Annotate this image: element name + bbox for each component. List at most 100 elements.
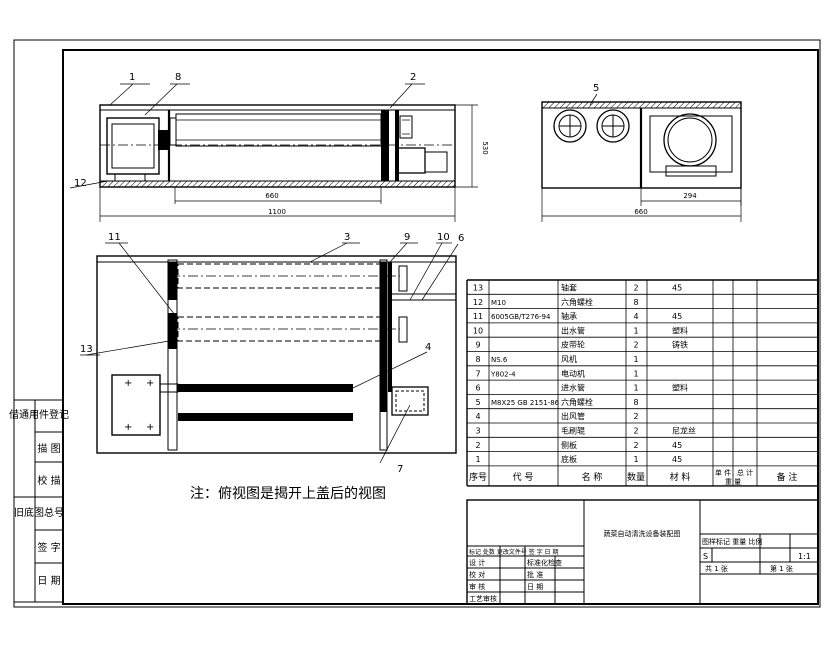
bom-header-no: 序号	[469, 471, 487, 483]
role-check: 校 对	[469, 570, 485, 579]
stage-letter: S	[703, 552, 708, 561]
bom-row-material: 45	[672, 312, 682, 321]
role-standardization: 标准化检查	[527, 558, 562, 567]
bom-row-qty: 8	[633, 298, 638, 307]
bom-row-name: 毛刷辊	[561, 426, 585, 436]
bom-row-material: 45	[672, 441, 682, 450]
bom-row-no: 3	[475, 427, 480, 436]
callout-8: 8	[175, 72, 181, 83]
bom-header-material: 材 料	[670, 471, 691, 483]
role-process: 工艺审核	[469, 594, 497, 603]
role-date: 日 期	[527, 583, 543, 591]
bom-row-name: 电动机	[561, 368, 585, 378]
total-sheets: 共 1 张	[705, 564, 728, 573]
revision-headers: 标记 处数 更改文件号 签 字 日 期	[469, 548, 558, 556]
bom-row-name: 轴承	[561, 311, 577, 321]
bom-row-name: 皮带轮	[561, 340, 585, 350]
bom-row-no: 7	[475, 369, 480, 378]
callout-2: 2	[410, 72, 416, 83]
left-binding-column	[13, 399, 64, 603]
callout-9: 9	[404, 232, 410, 243]
top-view: + + + +	[96, 255, 457, 454]
drawing-note: 注：俯视图是揭开上盖后的视图	[190, 486, 386, 502]
bom-header-code: 代 号	[513, 472, 534, 483]
bom-row-no: 10	[473, 326, 483, 335]
left-col-2: 校 描	[37, 474, 60, 487]
bom-row-no: 1	[475, 455, 480, 464]
svg-text:+: +	[146, 378, 154, 389]
bom-row-name: 风机	[561, 354, 577, 364]
bom-row-code: NS.6	[491, 356, 508, 364]
leader-lines	[69, 83, 598, 464]
bom-row-qty: 2	[633, 412, 638, 421]
bom-header-unit: 单 件	[715, 468, 731, 477]
sheet-number: 第 1 张	[770, 564, 793, 573]
bom-row-material: 塑料	[672, 383, 688, 393]
bom-row-name: 底板	[561, 454, 577, 464]
bom-row-code: 6005GB/T276-94	[491, 313, 551, 321]
role-approve: 批 准	[527, 570, 543, 579]
bom-header-weight: 重 量	[725, 478, 741, 486]
svg-text:+: +	[124, 422, 132, 433]
bom-row-name: 六角螺栓	[561, 297, 593, 307]
bom-row-code: M10	[491, 299, 506, 307]
dim-side-width: 660	[634, 208, 647, 216]
left-col-0: 借通用件登记	[9, 408, 69, 421]
callout-7: 7	[397, 464, 403, 475]
bom-row-qty: 1	[633, 369, 638, 378]
bom-row-qty: 8	[633, 398, 638, 407]
dim-front-height: 530	[481, 141, 489, 154]
callout-6: 6	[458, 233, 464, 244]
bom-row-material: 塑料	[672, 325, 688, 335]
bom-row-material: 45	[672, 284, 682, 293]
bom-row-name: 六角螺栓	[561, 397, 593, 407]
side-view	[541, 101, 742, 222]
callout-12: 12	[74, 178, 87, 189]
role-design: 设 计	[469, 558, 485, 567]
callout-3: 3	[344, 232, 350, 243]
outer-frame	[13, 39, 821, 608]
bom-row-name: 侧板	[561, 440, 577, 450]
left-col-3: 旧底图总号	[14, 506, 64, 519]
left-col-4: 签 字	[37, 541, 60, 554]
drawing-title: 蔬菜自动清洗设备装配图	[604, 529, 681, 538]
callout-10: 10	[437, 232, 450, 243]
bom-row-name: 进水管	[561, 383, 585, 393]
left-col-1: 描 图	[37, 442, 60, 455]
bom-row-name: 轴套	[561, 283, 577, 293]
bom-header-qty: 数量	[627, 471, 645, 483]
dim-front-width: 1100	[268, 208, 286, 216]
callout-4: 4	[425, 342, 431, 353]
bom-row-no: 11	[473, 312, 483, 321]
bom-header-name: 名 称	[582, 471, 603, 483]
callout-5: 5	[593, 83, 599, 94]
role-review: 审 核	[469, 582, 485, 591]
bom-row-qty: 2	[633, 284, 638, 293]
bom-row-name: 出风管	[561, 411, 585, 421]
scale-value: 1:1	[798, 552, 811, 561]
bom-row-qty: 1	[633, 455, 638, 464]
bom-row-code: M8X25 GB 2151-86	[491, 399, 560, 407]
left-col-5: 日 期	[37, 575, 60, 587]
bom-row-no: 12	[473, 298, 483, 307]
svg-text:+: +	[146, 422, 154, 433]
bom-row-no: 13	[473, 284, 483, 293]
title-block	[466, 499, 819, 605]
bom-row-qty: 1	[633, 355, 638, 364]
dim-front-inner: 660	[265, 192, 278, 200]
bom-row-qty: 4	[633, 312, 638, 321]
bom-row-code: Y802-4	[490, 370, 516, 378]
bom-row-qty: 2	[633, 441, 638, 450]
bom-table	[466, 279, 819, 487]
bom-row-qty: 1	[633, 326, 638, 335]
bom-row-material: 尼龙丝	[672, 426, 696, 436]
bom-row-no: 6	[475, 384, 480, 393]
callout-11: 11	[108, 232, 121, 243]
bom-row-material: 45	[672, 455, 682, 464]
bom-row-material: 铸铁	[672, 340, 688, 350]
front-view	[99, 104, 478, 222]
svg-text:+: +	[124, 378, 132, 389]
bom-row-qty: 2	[633, 427, 638, 436]
